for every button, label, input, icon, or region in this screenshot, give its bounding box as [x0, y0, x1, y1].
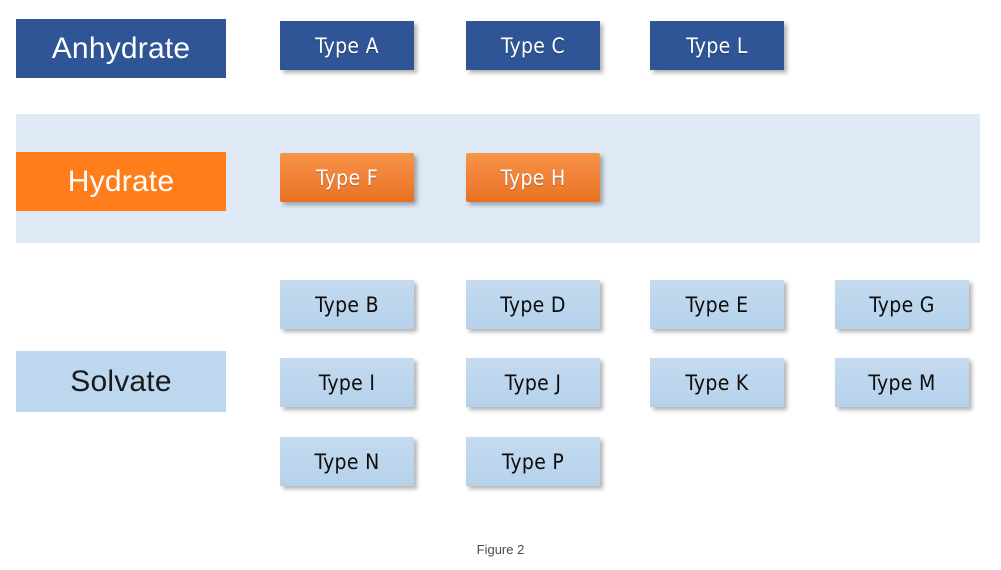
type-box-i[interactable]: Type I — [280, 358, 414, 407]
type-box-e[interactable]: Type E — [650, 280, 784, 329]
type-box-l[interactable]: Type L — [650, 21, 784, 70]
type-box-b[interactable]: Type B — [280, 280, 414, 329]
category-label-anhydrate: Anhydrate — [16, 19, 226, 78]
category-label-solvate: Solvate — [16, 351, 226, 412]
category-label-hydrate: Hydrate — [16, 152, 226, 211]
type-box-m[interactable]: Type M — [835, 358, 969, 407]
type-box-p[interactable]: Type P — [466, 437, 600, 486]
type-box-k[interactable]: Type K — [650, 358, 784, 407]
type-box-j[interactable]: Type J — [466, 358, 600, 407]
type-box-c[interactable]: Type C — [466, 21, 600, 70]
figure-caption: Figure 2 — [476, 542, 525, 557]
type-box-d[interactable]: Type D — [466, 280, 600, 329]
type-box-h[interactable]: Type H — [466, 153, 600, 202]
type-box-g[interactable]: Type G — [835, 280, 969, 329]
type-box-n[interactable]: Type N — [280, 437, 414, 486]
type-box-f[interactable]: Type F — [280, 153, 414, 202]
type-box-a[interactable]: Type A — [280, 21, 414, 70]
